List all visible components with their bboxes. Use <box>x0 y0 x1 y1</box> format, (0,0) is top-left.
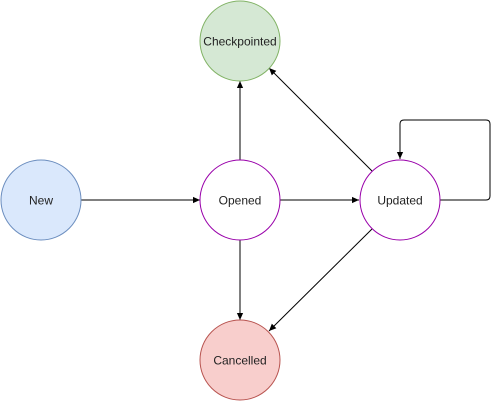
node-opened-circle <box>199 159 281 241</box>
node-updated: Updated <box>359 159 441 241</box>
edge-updated-self-loop <box>396 119 491 201</box>
node-cancelled-circle <box>199 319 281 401</box>
node-opened-label: Opened <box>219 194 262 208</box>
node-checkpointed-circle <box>199 0 281 82</box>
node-cancelled-label: Cancelled <box>213 354 266 368</box>
node-checkpointed: Checkpointed <box>199 0 281 82</box>
edge-updated-to-checkpointed <box>268 67 373 172</box>
node-new-label: New <box>29 194 53 208</box>
edges-group <box>81 67 491 332</box>
node-new: New <box>0 159 82 241</box>
node-updated-label: Updated <box>377 194 422 208</box>
node-new-circle <box>0 159 82 241</box>
node-cancelled: Cancelled <box>199 319 281 401</box>
edge-updated-to-cancelled <box>268 228 373 332</box>
node-opened: Opened <box>199 159 281 241</box>
node-checkpointed-label: Checkpointed <box>203 35 276 49</box>
node-updated-circle <box>359 159 441 241</box>
